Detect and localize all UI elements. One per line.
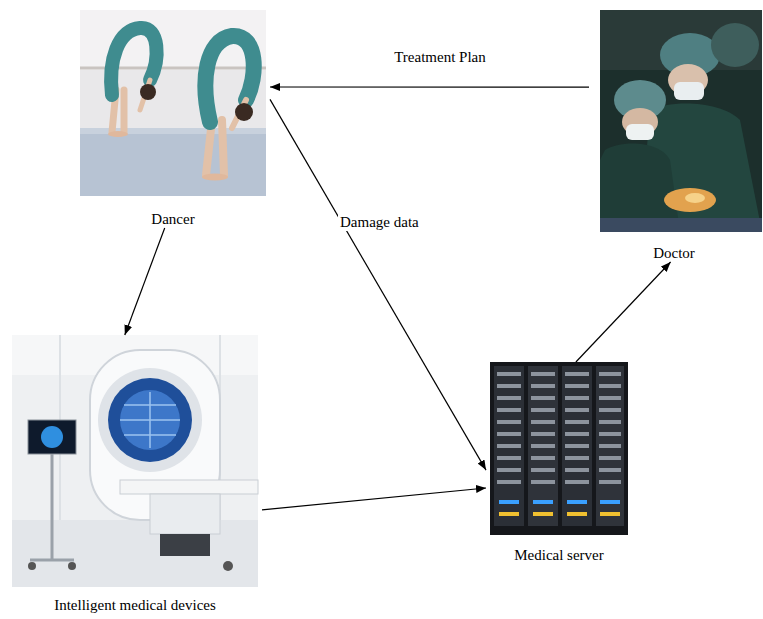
dancer-photo xyxy=(80,10,266,196)
surgeons-photo xyxy=(600,10,762,232)
arrow-connector xyxy=(125,228,165,335)
image-node: Doctor xyxy=(589,10,759,262)
edge-label: Damage data xyxy=(338,213,421,231)
server-rack-photo xyxy=(490,362,628,535)
edge-label: Treatment Plan xyxy=(392,48,488,66)
arrow-connector xyxy=(576,262,671,362)
image-node: Intelligent medical devices xyxy=(8,335,262,614)
node-caption: Doctor xyxy=(589,244,759,262)
node-caption: Intelligent medical devices xyxy=(8,596,262,614)
arrow-connector xyxy=(270,99,486,470)
mri-scanner-photo xyxy=(12,335,258,587)
image-node: Medical server xyxy=(486,362,632,564)
node-caption: Medical server xyxy=(486,546,632,564)
arrow-connector xyxy=(262,488,486,510)
image-node: Dancer xyxy=(76,10,270,228)
node-caption: Dancer xyxy=(76,210,270,228)
arrow-connector xyxy=(270,86,589,87)
